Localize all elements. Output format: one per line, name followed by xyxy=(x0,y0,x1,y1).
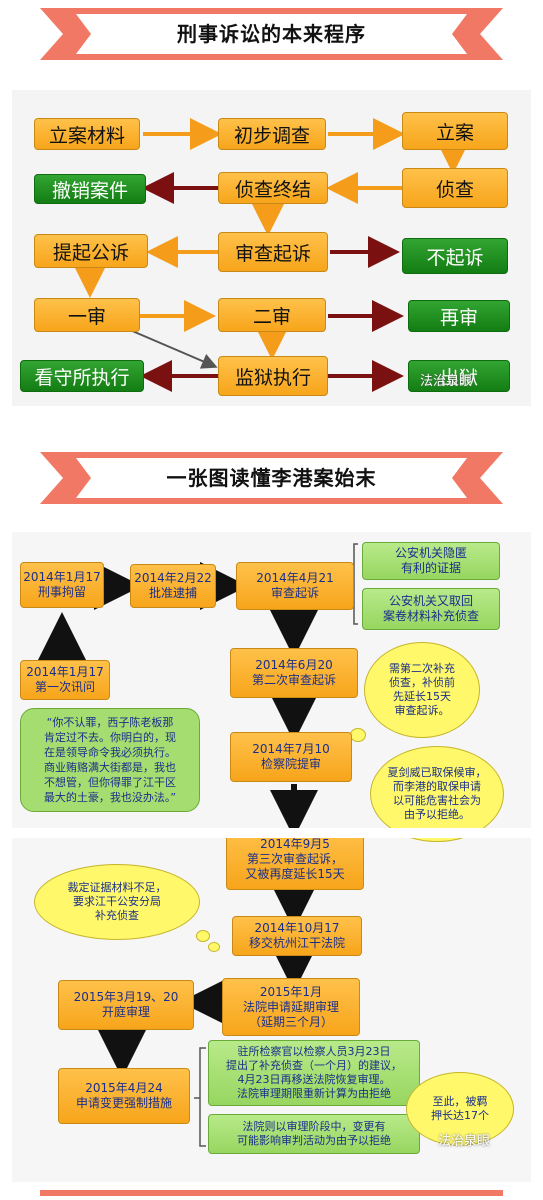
section-title-1: 刑事诉讼的本来程序 xyxy=(177,22,366,46)
node-jianyu-zhixing: 监狱执行 xyxy=(218,356,328,396)
section-banner-1: 刑事诉讼的本来程序 xyxy=(40,8,503,60)
panel-separator xyxy=(12,828,531,838)
watermark-2: 法治泉眼 xyxy=(438,1134,491,1149)
procedure-flowchart: 立案材料 初步调查 立案 撤销案件 侦查终结 侦查 提起公诉 审查起诉 不起诉 … xyxy=(12,90,531,406)
case-node-pizhun-daibu: 2014年2月22 批准逮捕 xyxy=(130,564,216,608)
node-chexiao-anjian: 撤销案件 xyxy=(34,174,146,204)
case-node-shencha-qisu: 2014年4月21 审查起诉 xyxy=(236,562,354,610)
section-banner-2: 一张图读懂李港案始末 xyxy=(40,452,503,504)
node-tiqi-gongsu: 提起公诉 xyxy=(34,234,148,268)
case-node-jianchayuan-tishen: 2014年7月10 检察院提审 xyxy=(230,732,352,782)
node-chuyu: 出狱 xyxy=(408,360,510,392)
note-zhusuo-jianchaguan: 驻所检察官以检察人员3月23日 提出了补充侦查（一个月）的建议， 4月23日再移… xyxy=(208,1040,420,1106)
node-shencha-qisu: 审查起诉 xyxy=(218,232,328,272)
case-node-dierci-shencha: 2014年6月20 第二次审查起诉 xyxy=(230,648,358,698)
cloud-xia-jianwei: 夏剑威已取保候审， 而李港的取保申请 以可能危害社会为 由予以拒绝。 xyxy=(370,746,504,842)
node-ershen: 二审 xyxy=(218,298,326,332)
case-node-fayuan-yanqi: 2015年1月 法院申请延期审理 （延期三个月） xyxy=(222,978,360,1036)
note-gongan-yinni: 公安机关隐匿 有利的证据 xyxy=(362,542,500,580)
quote-bubble: “你不认罪，西子陈老板那 肯定过不去。你明白的，现 在是领导命令我必须执行。 商… xyxy=(20,708,200,812)
watermark-1: 法治泉眼 xyxy=(420,374,473,389)
note-fayuan-shenli: 法院则以审理阶段中，变更有 可能影响审判活动为由予以拒绝 xyxy=(208,1114,420,1154)
case-node-diyici-xunwen: 2014年1月17 第一次讯问 xyxy=(20,660,110,700)
case-node-kaiting-shenli: 2015年3月19、20 开庭审理 xyxy=(58,980,194,1030)
node-chubu-diaocha: 初步调查 xyxy=(218,118,326,150)
thought-bubble-dot-3 xyxy=(208,942,220,952)
section-title-2: 一张图读懂李港案始末 xyxy=(166,466,377,490)
case-node-disanci-shencha: 2014年9月5 第三次审查起诉， 又被再度延长15天 xyxy=(226,828,364,890)
node-yishen: 一审 xyxy=(34,298,140,332)
banner-ribbon-1 xyxy=(40,8,503,60)
node-li-an: 立案 xyxy=(402,112,508,150)
node-li-an-cailiao: 立案材料 xyxy=(34,118,140,150)
case-node-xingshi-juliu: 2014年1月17 刑事拘留 xyxy=(20,562,104,608)
procedure-arrows xyxy=(74,118,469,392)
cloud-caiding-zhengju: 裁定证据材料不足， 要求江干公安分局 补充侦查 xyxy=(34,864,200,940)
node-zhencha-zhongjie: 侦查终结 xyxy=(218,172,328,204)
node-bu-qisu: 不起诉 xyxy=(402,238,508,274)
case-timeline: 2014年1月17 刑事拘留 2014年2月22 批准逮捕 2014年4月21 … xyxy=(12,532,531,1182)
thought-bubble-dot xyxy=(350,728,366,742)
cloud-zhici: 至此，被羁 押长达17个 xyxy=(406,1072,514,1146)
bottom-banner-edge xyxy=(40,1190,503,1196)
node-zaishen: 再审 xyxy=(408,300,510,332)
case-node-yijiao-fayuan: 2014年10月17 移交杭州江干法院 xyxy=(232,916,362,956)
cloud-erci-buchong: 需第二次补充 侦查，补侦前 先延长15天 审查起诉。 xyxy=(364,642,480,738)
node-zhencha: 侦查 xyxy=(402,168,508,208)
note-gongan-youqu: 公安机关又取回 案卷材料补充侦查 xyxy=(362,588,500,630)
thought-bubble-dot-2 xyxy=(196,930,210,942)
case-node-biangeng-cuoshi: 2015年4月24 申请变更强制措施 xyxy=(58,1068,190,1124)
banner-ribbon-2 xyxy=(40,452,503,504)
node-kanshousuo-zhixing: 看守所执行 xyxy=(20,360,144,392)
